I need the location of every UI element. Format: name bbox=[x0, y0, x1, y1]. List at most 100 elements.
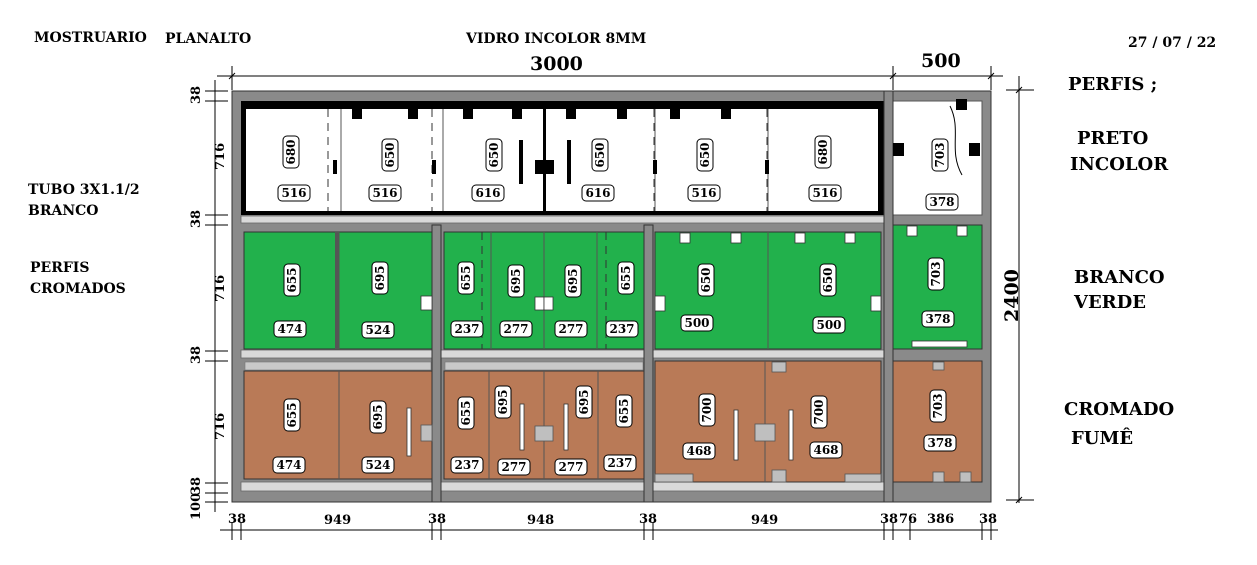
row3-panel-4-height-label-text: 695 bbox=[496, 389, 510, 414]
dim-left-38-b: 38 bbox=[189, 210, 204, 228]
row2-panel-1-width-label-box bbox=[273, 320, 307, 338]
row3-bay1 bbox=[243, 370, 433, 480]
row2-panel-4-width-label-box bbox=[499, 320, 533, 338]
dim-bottom-948: 948 bbox=[527, 513, 554, 528]
row2-panel-1-width-label: 474 bbox=[273, 320, 307, 338]
row1-panel-6-width-label: 516 bbox=[808, 184, 842, 202]
post-2 bbox=[643, 224, 654, 503]
row3-panel-1-height-label-box bbox=[283, 398, 301, 432]
dim-left-38-d: 38 bbox=[189, 477, 204, 495]
dim-top-side: 500 bbox=[921, 50, 961, 72]
row3-panel-8-width-label-box bbox=[809, 441, 843, 459]
row3-panel-8-height-label-box bbox=[810, 395, 828, 429]
row3-panel-9-width-label-box bbox=[923, 434, 957, 452]
row1-panel-4-width-label-box bbox=[581, 184, 615, 202]
note-row2-line1: BRANCO bbox=[1074, 267, 1165, 288]
note-row2-line2: VERDE bbox=[1073, 292, 1146, 313]
row1-panel-5-height-label: 650 bbox=[696, 138, 714, 172]
left-dimension-labels: 38 716 38 716 38 716 38 100 bbox=[189, 86, 228, 520]
row3-panel-7-width-label: 468 bbox=[682, 442, 716, 460]
row3-top-rail-b bbox=[444, 361, 644, 371]
panel-dividers bbox=[338, 109, 769, 482]
row1-side-curve bbox=[949, 105, 963, 176]
row3-panel-6-height-label-box bbox=[615, 394, 633, 428]
row1-panel-7-width-label: 378 bbox=[925, 193, 959, 211]
row1-panel-1-width-label: 516 bbox=[277, 184, 311, 202]
row1-panel-2-width-label-text: 516 bbox=[372, 186, 397, 200]
row3-panel-6-width-label-box bbox=[603, 454, 637, 472]
row2-panel-7-width-label-box bbox=[680, 314, 714, 332]
row3-panel-7-height-label-box bbox=[698, 393, 716, 427]
row1-panel-1-width-label-text: 516 bbox=[281, 186, 306, 200]
row1-panel-5-width-label-box bbox=[687, 184, 721, 202]
top-dimension-lines bbox=[217, 66, 1003, 90]
row1-panel-7-height-label: 703 bbox=[931, 138, 949, 172]
row3-panel-9-height-label-box bbox=[929, 389, 947, 423]
row3-panel-5-height-label-text: 695 bbox=[577, 389, 591, 414]
row2-panel-7-width-label-text: 500 bbox=[684, 316, 709, 330]
row2-panel-1-height-label-box bbox=[283, 263, 301, 297]
rail-row3 bbox=[240, 481, 885, 492]
row3-panel-5-height-label-box bbox=[575, 385, 593, 419]
dim-left-716-a: 716 bbox=[213, 143, 228, 170]
row1-glass bbox=[246, 109, 878, 211]
row3-panel-4-height-label: 695 bbox=[494, 385, 512, 419]
row1-panel-4-width-label-text: 616 bbox=[585, 186, 610, 200]
row2-panel-3-width-label: 237 bbox=[450, 320, 484, 338]
row2-panel-6-height-label-text: 655 bbox=[619, 265, 633, 290]
row3-panel-3-width-label-text: 237 bbox=[454, 458, 479, 472]
note-profiles-line2: CROMADOS bbox=[30, 281, 126, 297]
row1-panel-4-width-label: 616 bbox=[581, 184, 615, 202]
row1-panel-2-height-label: 650 bbox=[381, 138, 399, 172]
row3-bay3 bbox=[654, 360, 882, 483]
row3-panel-3-height-label-text: 655 bbox=[459, 400, 473, 425]
row2-panel-3-width-label-box bbox=[450, 320, 484, 338]
row1-panel-7-height-label-box bbox=[931, 138, 949, 172]
row3-panel-6-width-label: 237 bbox=[603, 454, 637, 472]
right-dimension-line bbox=[1006, 76, 1034, 504]
note-tube-line2: BRANCO bbox=[28, 203, 98, 219]
row2-panel-3-height-label: 655 bbox=[457, 261, 475, 295]
row2-panel-6-width-label: 237 bbox=[605, 320, 639, 338]
note-row1-line1: PRETO bbox=[1077, 128, 1148, 149]
row2-panel-8-height-label: 650 bbox=[819, 263, 837, 297]
row3-panel-2-width-label-box bbox=[361, 456, 395, 474]
row3-hardware bbox=[420, 361, 972, 483]
row2-panel-9-width-label-text: 378 bbox=[925, 312, 950, 326]
left-dimension-line bbox=[205, 80, 228, 512]
panel-labels: 6805166505166506166506166505166805167033… bbox=[272, 135, 959, 476]
row2-panel-1-height-label-text: 655 bbox=[285, 267, 299, 292]
row3-panel-2-width-label-text: 524 bbox=[365, 458, 390, 472]
row3-top-rail-a bbox=[244, 361, 432, 371]
row1-panel-1-width-label-box bbox=[277, 184, 311, 202]
row1-panel-6-height-label-text: 680 bbox=[816, 139, 830, 164]
title-model: PLANALTO bbox=[165, 31, 251, 47]
row3-panel-5-width-label-text: 277 bbox=[558, 460, 583, 474]
row3-panel-3-width-label-box bbox=[450, 456, 484, 474]
note-profiles-line1: PERFIS bbox=[30, 260, 89, 276]
row3-panel-4-width-label-box bbox=[497, 458, 531, 476]
note-profiles-title: PERFIS ; bbox=[1068, 74, 1157, 95]
row3-panel-6-width-label-text: 237 bbox=[607, 456, 632, 470]
row3-panel-1-width-label: 474 bbox=[272, 456, 306, 474]
row3-side bbox=[892, 360, 983, 483]
row2-panel-5-height-label-text: 695 bbox=[566, 268, 580, 293]
row3-panel-1-width-label-text: 474 bbox=[276, 458, 301, 472]
row3-panel-4-width-label-text: 277 bbox=[501, 460, 526, 474]
post-3 bbox=[883, 90, 894, 503]
row3-panel-6-height-label: 655 bbox=[615, 394, 633, 428]
row2-panel-3-height-label-text: 655 bbox=[459, 265, 473, 290]
dim-bottom-949-a: 949 bbox=[324, 513, 351, 528]
row2-panel-4-height-label-text: 695 bbox=[509, 268, 523, 293]
row2-panel-8-width-label: 500 bbox=[812, 316, 846, 334]
showcase-frame bbox=[231, 90, 992, 503]
row3-panel-1-height-label: 655 bbox=[283, 398, 301, 432]
dim-left-716-c: 716 bbox=[213, 413, 228, 440]
row3-panel-9-width-label-text: 378 bbox=[927, 436, 952, 450]
row2-panel-9-width-label-box bbox=[921, 310, 955, 328]
row1-hardware bbox=[333, 99, 980, 184]
row2-panel-8-width-label-text: 500 bbox=[816, 318, 841, 332]
row3-panel-8-height-label-text: 700 bbox=[812, 399, 826, 424]
row2-panel-4-height-label: 695 bbox=[507, 264, 525, 298]
note-row3-line1: CROMADO bbox=[1064, 399, 1174, 420]
